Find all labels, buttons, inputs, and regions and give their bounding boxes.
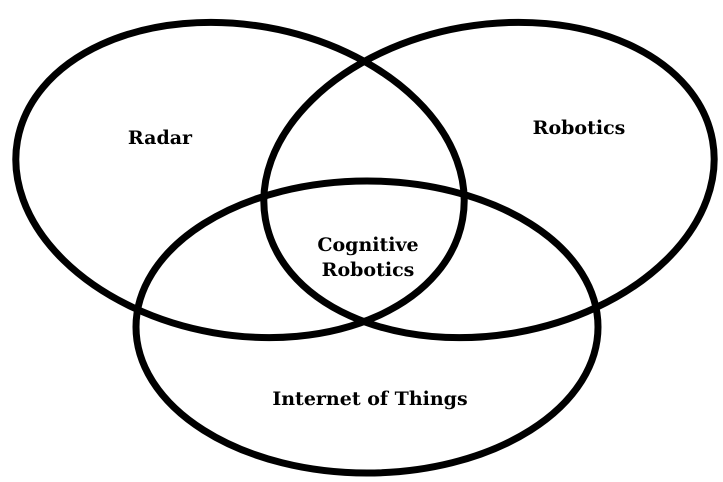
robotics-label: Robotics <box>533 117 626 139</box>
radar-label: Radar <box>128 127 193 149</box>
iot-set-ellipse <box>132 177 602 477</box>
intersection-label-line1: Cognitive <box>317 234 418 256</box>
radar-set-ellipse <box>12 18 468 342</box>
robotics-set-ellipse <box>260 18 718 342</box>
intersection-label-line2: Robotics <box>322 259 415 281</box>
iot-label: Internet of Things <box>272 388 467 410</box>
